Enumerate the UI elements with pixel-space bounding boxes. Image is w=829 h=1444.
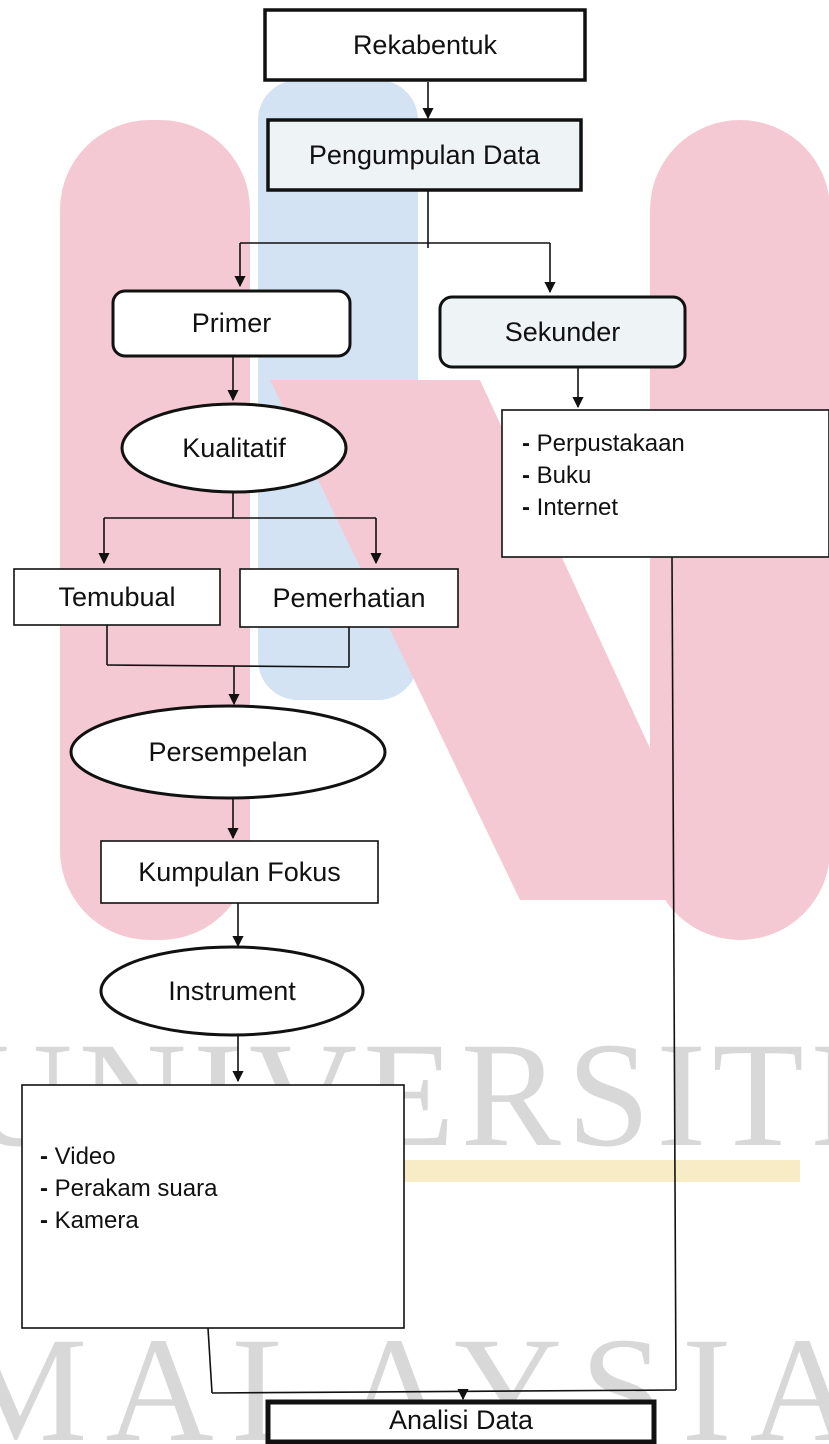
list-item: - Perakam suara [40, 1175, 218, 1202]
analisi-data-label: Analisi Data [388, 1404, 534, 1435]
primer-box [111, 289, 352, 358]
instrument-list-box [21, 1084, 405, 1329]
pemerhatian-box [239, 568, 459, 628]
rekabentuk-box [263, 8, 587, 82]
primer-label: Primer [191, 308, 272, 338]
secondary-sources-list: - Perpustakaan - Buku - Internet [522, 428, 685, 524]
rekabentuk-label: Rekabentuk [352, 29, 498, 60]
persempelan-label: Persempelan [148, 736, 308, 767]
pemerhatian-label: Pemerhatian [272, 582, 426, 613]
secondary-sources-box [501, 409, 829, 558]
list-item: - Video [40, 1143, 116, 1170]
sekunder-box [438, 295, 687, 369]
kualitatif-ellipse [120, 402, 348, 494]
instrument-list: - Video - Perakam suara - Kamera [40, 1141, 217, 1237]
pengumpulan-data-label: Pengumpulan Data [308, 139, 541, 170]
connector-merge [106, 664, 350, 668]
persempelan-ellipse [69, 704, 387, 800]
connector-instrument-list-down [207, 1327, 213, 1394]
sekunder-label: Sekunder [504, 316, 621, 347]
watermark-pink-diagonal [270, 380, 720, 900]
temubual-box [13, 568, 221, 626]
list-item: - Kamera [40, 1207, 139, 1234]
kualitatif-label: Kualitatif [182, 432, 286, 463]
connector-secondary-list-down [671, 556, 677, 1391]
instrument-label: Instrument [168, 975, 296, 1006]
connector-final-merge [211, 1389, 677, 1394]
analisi-box [265, 1399, 657, 1444]
temubual-label: Temubual [58, 581, 176, 612]
list-item: - Internet [522, 494, 619, 521]
list-item: - Perpustakaan [522, 430, 685, 457]
list-item: - Buku [522, 462, 592, 489]
pengumpulan-box [266, 118, 583, 192]
kumpulan-fokus-box [100, 840, 379, 904]
instrument-ellipse [99, 945, 365, 1037]
kumpulan-fokus-label: Kumpulan Fokus [138, 856, 341, 887]
